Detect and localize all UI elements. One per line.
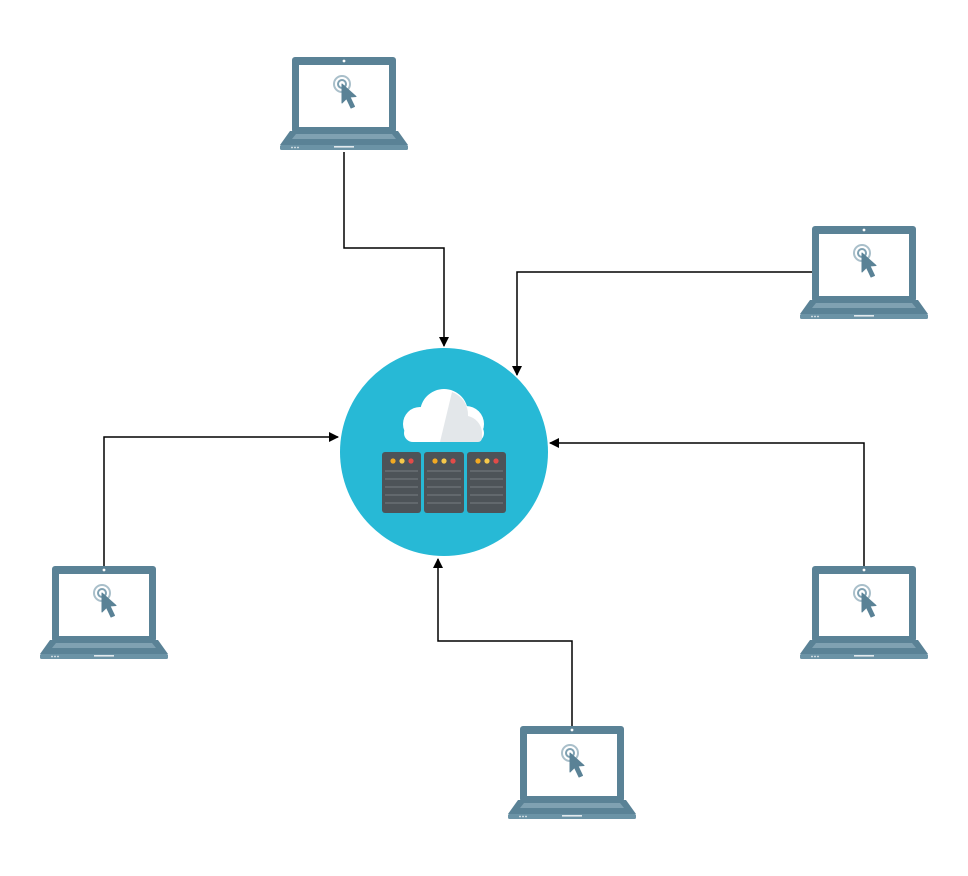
client-laptop-upper-right	[799, 225, 929, 320]
server-rack-right	[467, 452, 506, 513]
client-laptop-bottom	[507, 725, 637, 820]
client-laptop-top	[279, 56, 409, 151]
client-laptop-lower-right	[799, 565, 929, 660]
connector-lower-right	[549, 438, 865, 566]
connector-upper-right	[512, 271, 812, 376]
server-rack-left	[382, 452, 421, 513]
server-rack-middle	[424, 452, 464, 513]
client-laptop-left	[39, 565, 169, 660]
connectors	[103, 152, 865, 726]
connector-left	[103, 432, 339, 566]
connector-top	[343, 152, 449, 347]
cloud-server-icon	[340, 348, 548, 556]
cloud-icon	[403, 389, 484, 442]
connector-bottom	[433, 558, 573, 726]
